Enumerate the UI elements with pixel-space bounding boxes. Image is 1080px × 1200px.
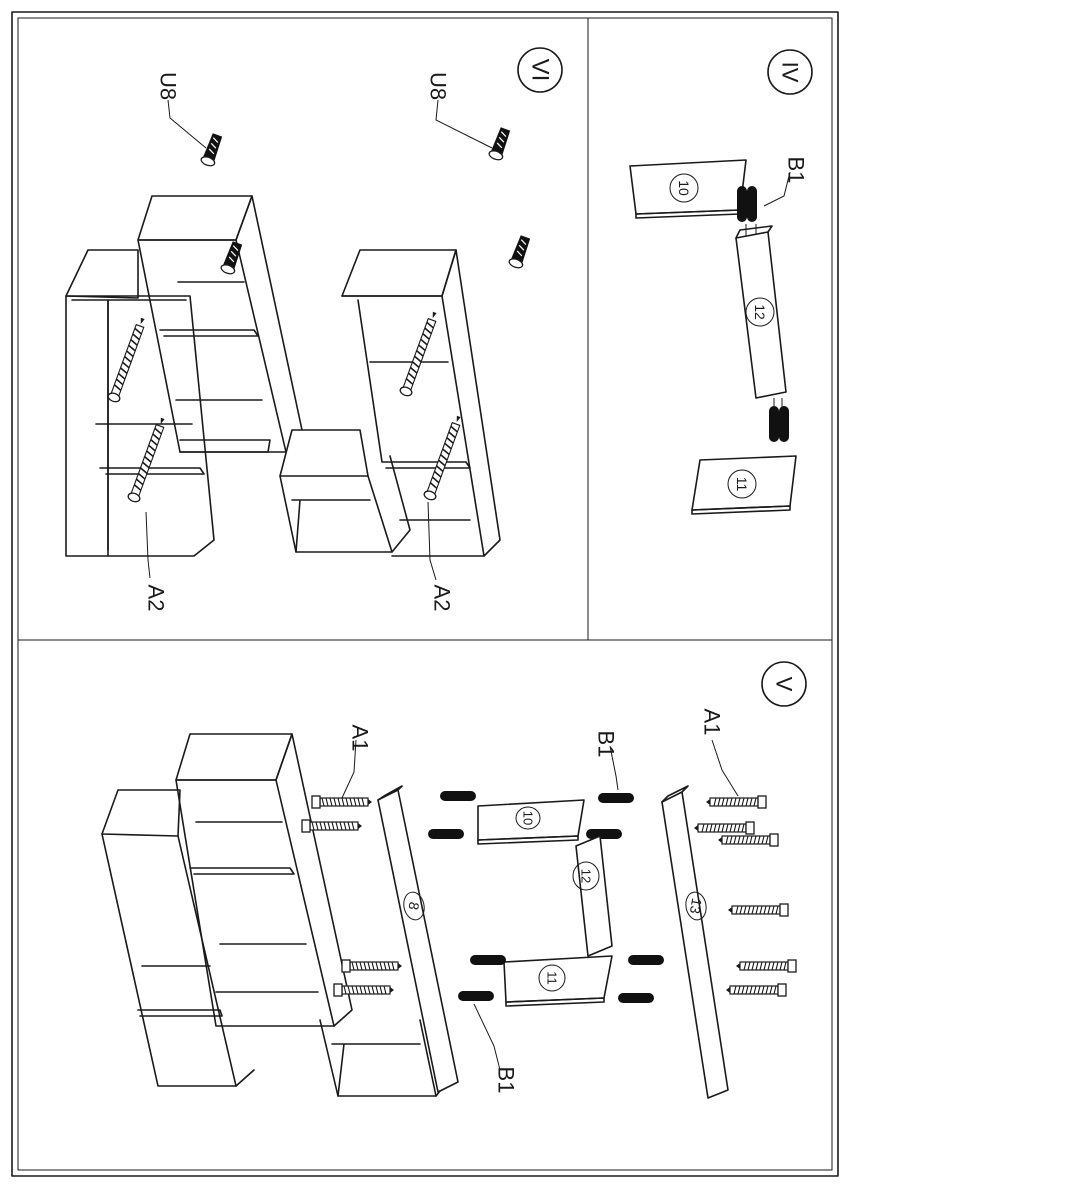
board-12: 12 xyxy=(735,225,787,399)
board-12-step-v: 12 xyxy=(572,835,613,957)
u8-plug-top-right xyxy=(487,125,513,163)
b1-leader-step-v-bottom xyxy=(473,1003,501,1071)
step-iv-panel: IV 10 12 11 xyxy=(629,49,813,515)
step-v-marker: V xyxy=(761,661,807,707)
b1-label-step-v-bottom: B1 xyxy=(494,1067,519,1094)
a2-screw-left-upper xyxy=(106,315,150,405)
b1-label-step-iv: B1 xyxy=(784,157,809,184)
u8-leader-right xyxy=(435,99,493,149)
a1-leader-upper xyxy=(341,739,357,799)
b1-dowel-10-1 xyxy=(440,791,476,801)
b1-dowel-10-2 xyxy=(428,829,464,839)
step-vi-panel: VI xyxy=(65,47,563,612)
a1-label-lower: A1 xyxy=(700,709,725,736)
a1-screw-8-3 xyxy=(341,959,403,973)
a2-label-right: A2 xyxy=(430,585,455,612)
shelf-unit-lower-middle xyxy=(279,429,411,553)
board-12-label: 12 xyxy=(752,304,768,320)
shelf-unit-right xyxy=(341,249,501,557)
b1-dowel-top-2 xyxy=(747,186,757,222)
step-vi-marker: VI xyxy=(517,47,563,93)
u8-label-right: U8 xyxy=(426,72,451,100)
board-11-step-v: 11 xyxy=(503,955,613,1007)
shelf-unit-left xyxy=(65,249,215,557)
board-10: 10 xyxy=(629,159,747,219)
b1-dowel-10-4 xyxy=(586,829,622,839)
board-8-label: 8 xyxy=(405,901,422,912)
shelf-unit-middle xyxy=(137,195,303,453)
a1-screw-13-2 xyxy=(693,821,755,835)
a1-label-upper: A1 xyxy=(348,725,373,752)
a1-screw-13-3 xyxy=(717,833,779,847)
b1-dowel-bottom-2 xyxy=(779,406,789,442)
a1-screw-8-2 xyxy=(301,819,363,833)
step-iv-marker: IV xyxy=(767,49,813,95)
board-8: 8 xyxy=(377,785,459,1093)
board-10-step-v: 10 xyxy=(477,799,585,845)
u8-plug-top-left xyxy=(199,131,225,169)
a2-screw-right-upper xyxy=(398,309,442,399)
u8-plug-wall xyxy=(507,233,533,271)
a1-leader-lower xyxy=(711,739,739,797)
u8-label-left: U8 xyxy=(156,72,181,100)
b1-dowel-bottom-1 xyxy=(769,406,779,442)
b1-dowel-11-1 xyxy=(470,955,506,965)
a2-label-left: A2 xyxy=(144,585,169,612)
board-12-step-v-label: 12 xyxy=(579,869,594,883)
step-vi-label: VI xyxy=(527,59,554,82)
a2-screw-right-lower xyxy=(422,413,466,503)
board-13: 13 xyxy=(661,785,729,1099)
a2-screw-left-lower xyxy=(126,415,170,505)
page-frame xyxy=(11,11,839,1177)
b1-leader-step-iv xyxy=(763,171,791,207)
b1-dowel-11-2 xyxy=(458,991,494,1001)
step-v-panel: V 8 xyxy=(101,661,807,1099)
b1-dowel-11-4 xyxy=(618,993,654,1003)
a1-screw-13-5 xyxy=(735,959,797,973)
step-iv-label: IV xyxy=(778,62,803,83)
board-11-label: 11 xyxy=(734,477,750,492)
shelf-unit-assembled-front xyxy=(175,733,353,1027)
shelf-unit-assembled-back xyxy=(101,789,255,1087)
board-10-label: 10 xyxy=(676,180,692,196)
a1-screw-13-6 xyxy=(725,983,787,997)
board-10-step-v-label: 10 xyxy=(521,811,536,825)
board-13-label: 13 xyxy=(687,897,705,915)
a2-leader-left xyxy=(145,511,151,579)
b1-label-step-v-top: B1 xyxy=(594,731,619,758)
a1-screw-13-4 xyxy=(727,903,789,917)
board-11-step-v-label: 11 xyxy=(545,971,560,985)
a1-screw-8-4 xyxy=(333,983,395,997)
a2-leader-right xyxy=(427,501,437,581)
a1-screw-13-1 xyxy=(705,795,767,809)
b1-dowel-11-3 xyxy=(628,955,664,965)
b1-leader-step-v-top xyxy=(609,745,619,791)
b1-dowel-10-3 xyxy=(598,793,634,803)
board-11: 11 xyxy=(691,455,797,515)
u8-leader-left xyxy=(167,99,207,149)
b1-dowel-top-1 xyxy=(737,186,747,222)
step-v-label: V xyxy=(772,677,797,692)
